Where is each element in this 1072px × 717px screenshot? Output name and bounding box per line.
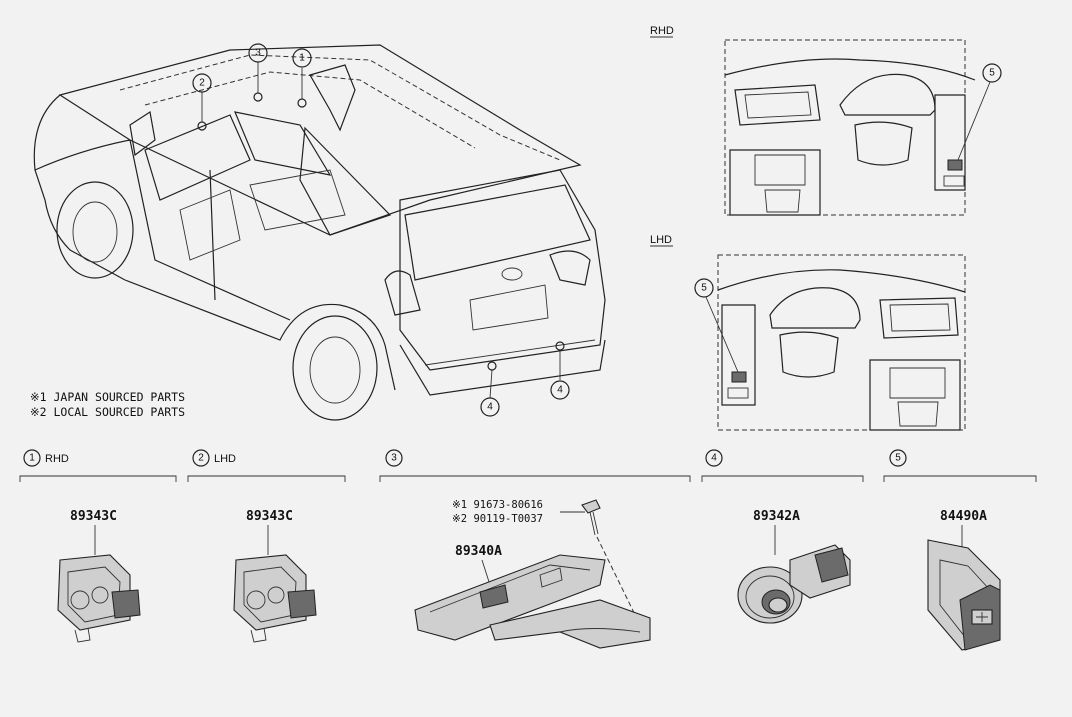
section-4-header: 4 xyxy=(701,449,864,482)
note-local-sourced: ※2 LOCAL SOURCED PARTS xyxy=(30,405,185,419)
note-japan-sourced: ※1 JAPAN SOURCED PARTS xyxy=(30,390,185,404)
svg-text:2: 2 xyxy=(198,453,204,464)
svg-text:4: 4 xyxy=(487,402,493,413)
sensor-control-unit-part xyxy=(414,554,651,649)
parking-sensor-lhd-part xyxy=(233,525,317,643)
part-number-89343c-rhd: 89343C xyxy=(70,509,117,524)
screw-ref-japan: ※1 91673-80616 xyxy=(452,499,543,511)
dashboard-lhd xyxy=(705,254,966,431)
dashboard-rhd xyxy=(724,39,991,216)
sensor-switch-part xyxy=(927,525,1001,651)
lhd-view-label: LHD xyxy=(650,234,672,246)
svg-text:RHD: RHD xyxy=(45,453,69,465)
svg-text:LHD: LHD xyxy=(214,453,236,465)
svg-text:4: 4 xyxy=(711,453,717,464)
svg-text:5: 5 xyxy=(701,283,707,294)
svg-text:5: 5 xyxy=(895,453,901,464)
callout-5-rhd: 5 xyxy=(982,63,1002,83)
callout-1: 1 xyxy=(292,48,312,68)
rhd-view-label: RHD xyxy=(650,25,674,37)
screw-ref-local: ※2 90119-T0037 xyxy=(452,513,543,525)
svg-text:5: 5 xyxy=(989,68,995,79)
callout-3: 3 xyxy=(248,43,268,63)
part-number-89340a: 89340A xyxy=(455,544,502,559)
vehicle-illustration xyxy=(33,44,606,421)
part-number-89342a: 89342A xyxy=(753,509,800,524)
svg-text:2: 2 xyxy=(199,78,205,89)
callout-4-right: 4 xyxy=(550,380,570,400)
callout-5-lhd: 5 xyxy=(694,278,714,298)
part-number-84490a: 84490A xyxy=(940,509,987,524)
svg-text:3: 3 xyxy=(255,48,261,59)
section-1-header: 1 RHD xyxy=(19,449,177,482)
svg-text:1: 1 xyxy=(299,53,305,64)
svg-text:3: 3 xyxy=(391,453,397,464)
callout-4-left: 4 xyxy=(480,397,500,417)
part-number-89343c-lhd: 89343C xyxy=(246,509,293,524)
callout-2: 2 xyxy=(192,73,212,93)
svg-text:4: 4 xyxy=(557,385,563,396)
ultrasonic-sensor-part xyxy=(737,525,851,624)
screw-part xyxy=(581,499,641,626)
section-3-header: 3 xyxy=(379,449,691,482)
svg-text:1: 1 xyxy=(29,453,35,464)
section-2-header: 2 LHD xyxy=(187,449,346,482)
section-5-header: 5 xyxy=(883,449,1037,482)
parking-sensor-rhd-part xyxy=(57,525,141,643)
